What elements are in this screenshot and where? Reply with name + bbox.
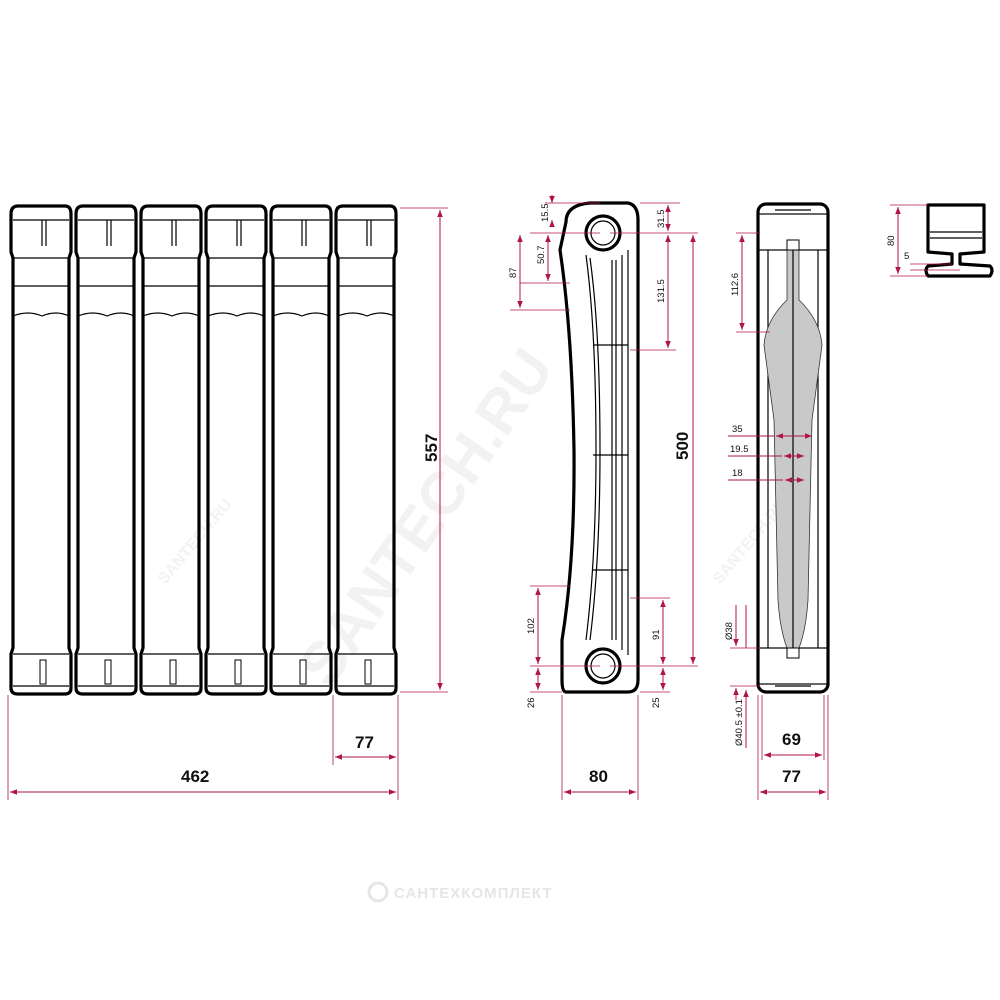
dim-top-gap: 5 [904, 251, 909, 262]
dim-port-diameter-2: Ø40.5 ±0.1 [734, 699, 745, 746]
radiator-section [74, 204, 138, 696]
front-view [9, 204, 398, 696]
dim-total-height: 557 [422, 434, 441, 462]
watermark-small-left: SANTECH.RU [155, 496, 235, 587]
dim-bottom-1: 26 [526, 697, 537, 708]
brand-text: САНТЕХКОМПЛЕКТ [394, 885, 553, 902]
section-dimensions: 112.6 35 19.5 18 Ø38 Ø40.5 ±0.1 69 77 [724, 232, 829, 800]
dim-rib-1: 35 [732, 424, 743, 435]
dim-upper-1: 50.7 [536, 246, 547, 265]
top-view [924, 203, 994, 278]
dim-top-cap: 15.5 [540, 204, 551, 223]
dim-top-center: 31.5 [656, 210, 667, 229]
dim-rib-3: 18 [732, 468, 743, 479]
side-dimensions: 15.5 31.5 50.7 87 131.5 500 102 91 26 25 [508, 195, 698, 800]
side-view [558, 201, 640, 694]
dim-outer-width: 77 [782, 767, 801, 786]
dim-rib-2: 19.5 [730, 444, 749, 455]
dim-lower-2: 91 [651, 629, 662, 640]
radiator-section [9, 204, 73, 696]
radiator-section [334, 204, 398, 696]
dim-axis-distance: 500 [673, 432, 692, 460]
dim-upper-2: 87 [508, 267, 519, 278]
dim-inner-width: 69 [782, 730, 801, 749]
dim-port-diameter: Ø38 [724, 622, 735, 640]
dim-section-width: 77 [355, 733, 374, 752]
radiator-section [139, 204, 203, 696]
dim-lower-1: 102 [526, 618, 537, 634]
top-dimensions: 80 5 [886, 204, 960, 277]
section-view [756, 202, 830, 694]
radiator-section [204, 204, 268, 696]
dim-bottom-2: 25 [651, 697, 662, 708]
dim-upper-3: 131.5 [656, 279, 667, 303]
brand-logo: САНТЕХКОМПЛЕКТ [367, 881, 553, 903]
dim-depth: 80 [589, 767, 608, 786]
dim-section-upper: 112.6 [730, 273, 741, 296]
dim-top-height: 80 [886, 235, 897, 246]
front-dimensions: 557 77 462 [7, 207, 448, 800]
radiator-section [269, 204, 333, 696]
dim-total-width: 462 [181, 767, 209, 786]
